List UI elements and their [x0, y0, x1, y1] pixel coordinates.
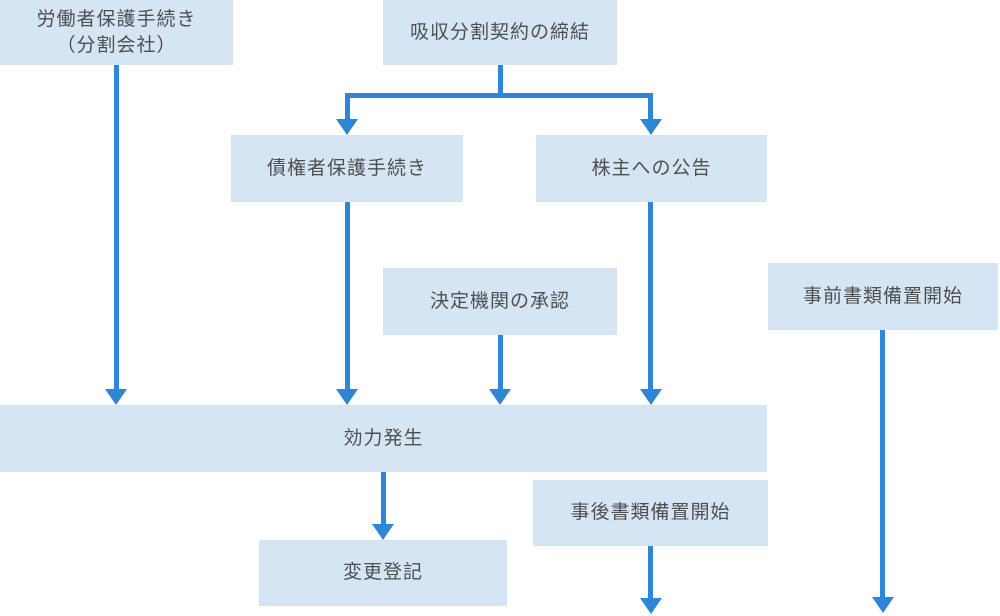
connector-worker-to-effective [114, 65, 119, 389]
node-shareholder-notice: 株主への公告 [536, 135, 767, 202]
arrowhead-down-icon [489, 389, 511, 405]
arrowhead-down-icon [372, 524, 394, 540]
node-creditor-protection-label: 債権者保護手続き [266, 157, 427, 179]
connector-branch-horizontal [345, 93, 653, 98]
node-worker-protection-label-line2: （分割会社） [56, 34, 177, 56]
node-post-documents-label: 事後書類備置開始 [570, 502, 731, 524]
node-approval: 決定機関の承認 [383, 268, 617, 335]
arrowhead-down-icon [872, 597, 894, 613]
node-registration: 変更登記 [259, 540, 507, 606]
node-effective-date-label: 効力発生 [343, 427, 424, 449]
arrowhead-down-icon [640, 119, 662, 135]
arrowhead-down-icon [640, 389, 662, 405]
node-worker-protection: 労働者保護手続き （分割会社） [0, 0, 233, 65]
arrowhead-down-icon [336, 389, 358, 405]
node-post-documents: 事後書類備置開始 [533, 480, 768, 546]
connector-approval-to-effective [498, 335, 503, 389]
arrowhead-down-icon [105, 389, 127, 405]
node-creditor-protection: 債権者保護手続き [231, 135, 463, 202]
node-agreement-label: 吸収分割契約の締結 [409, 21, 590, 43]
connector-shareholder-to-effective [648, 202, 653, 389]
node-approval-label: 決定機関の承認 [429, 290, 570, 312]
arrowhead-down-icon [640, 598, 662, 614]
connector-post-documents-down [648, 546, 653, 598]
arrowhead-down-icon [336, 119, 358, 135]
connector-branch-to-shareholder [648, 93, 653, 119]
node-worker-protection-label-line1: 労働者保護手続き [36, 8, 197, 30]
node-registration-label: 変更登記 [342, 562, 423, 584]
node-pre-documents-label: 事前書類備置開始 [802, 285, 963, 307]
connector-agreement-stem [498, 65, 503, 98]
connector-effective-to-registration [381, 472, 386, 524]
connector-pre-documents-down [880, 330, 885, 597]
node-agreement: 吸収分割契約の締結 [383, 0, 617, 65]
node-shareholder-notice-label: 株主への公告 [591, 157, 712, 179]
connector-branch-to-creditor [345, 93, 350, 119]
connector-creditor-to-effective [345, 202, 350, 389]
node-pre-documents: 事前書類備置開始 [768, 263, 998, 330]
node-effective-date-bar: 効力発生 [0, 405, 767, 472]
